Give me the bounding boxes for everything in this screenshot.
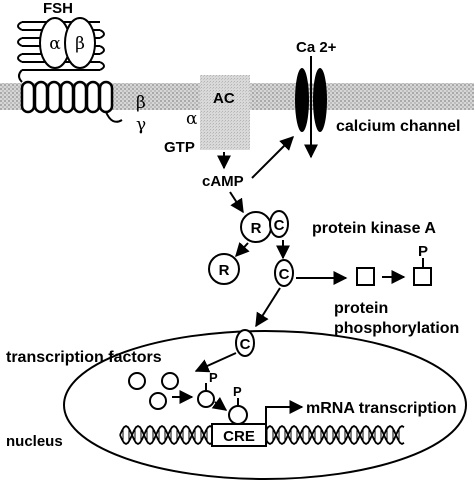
nucleus-label: nucleus [6, 433, 63, 450]
r-release-arrow [235, 241, 250, 258]
nuclear-catalytic-subunit [235, 329, 255, 357]
transcription-factors [128, 372, 179, 410]
cre-label: CRE [223, 428, 255, 445]
calcium-channel [295, 56, 327, 159]
calcium-channel-label: calcium channel [336, 118, 461, 135]
free-c-label: C [279, 266, 290, 283]
cre-bound-tf [228, 405, 248, 425]
g-alpha-label: α [186, 109, 198, 129]
c-to-nucleus-arrow [255, 287, 281, 328]
camp-to-pka-arrow [229, 191, 244, 214]
gtp-label: GTP [164, 139, 195, 156]
calcium-ion-label: Ca 2+ [296, 39, 337, 56]
tf-p-label-1: P [209, 370, 218, 385]
protein-kinase-a-label: protein kinase A [312, 220, 436, 237]
adenylate-cyclase [200, 75, 250, 150]
pka-c-label: C [274, 217, 285, 234]
tf-to-cre-arrow [211, 396, 228, 411]
pka-holoenzyme [240, 210, 289, 243]
camp-label: cAMP [202, 173, 244, 190]
c-to-tf-arrow [194, 352, 237, 373]
pka-r-label: R [251, 220, 262, 237]
fsh-label: FSH [43, 0, 73, 17]
mrna-transcription-label: mRNA transcription [306, 400, 457, 417]
tf-p-label-2: P [233, 384, 242, 399]
camp-to-channel-arrow [251, 136, 294, 179]
transcription-start-arrow [265, 400, 304, 424]
free-r-label: R [219, 262, 230, 279]
free-regulatory-subunit [208, 253, 240, 285]
protein-phos-label-line1: protein [334, 300, 388, 317]
nuclear-c-label: C [240, 336, 251, 353]
cre-element [211, 423, 267, 447]
phospho-p-label: P [418, 243, 428, 260]
beta-subunit-label: β [75, 34, 85, 54]
ac-label: AC [213, 90, 235, 107]
alpha-subunit-label: α [49, 34, 61, 54]
transcription-factors-label: transcription factors [6, 349, 162, 366]
protein-phosphorylation [356, 258, 432, 286]
phospho-tf [197, 390, 215, 408]
fsh-hormone: α β [39, 17, 96, 69]
nucleus-envelope [63, 330, 467, 480]
free-catalytic-subunit [274, 259, 294, 287]
transmembrane-helices [20, 80, 114, 114]
protein-phos-label-line2: phosphorylation [334, 320, 459, 337]
g-gamma-label: γ [136, 115, 146, 135]
g-beta-label: β [136, 93, 146, 113]
